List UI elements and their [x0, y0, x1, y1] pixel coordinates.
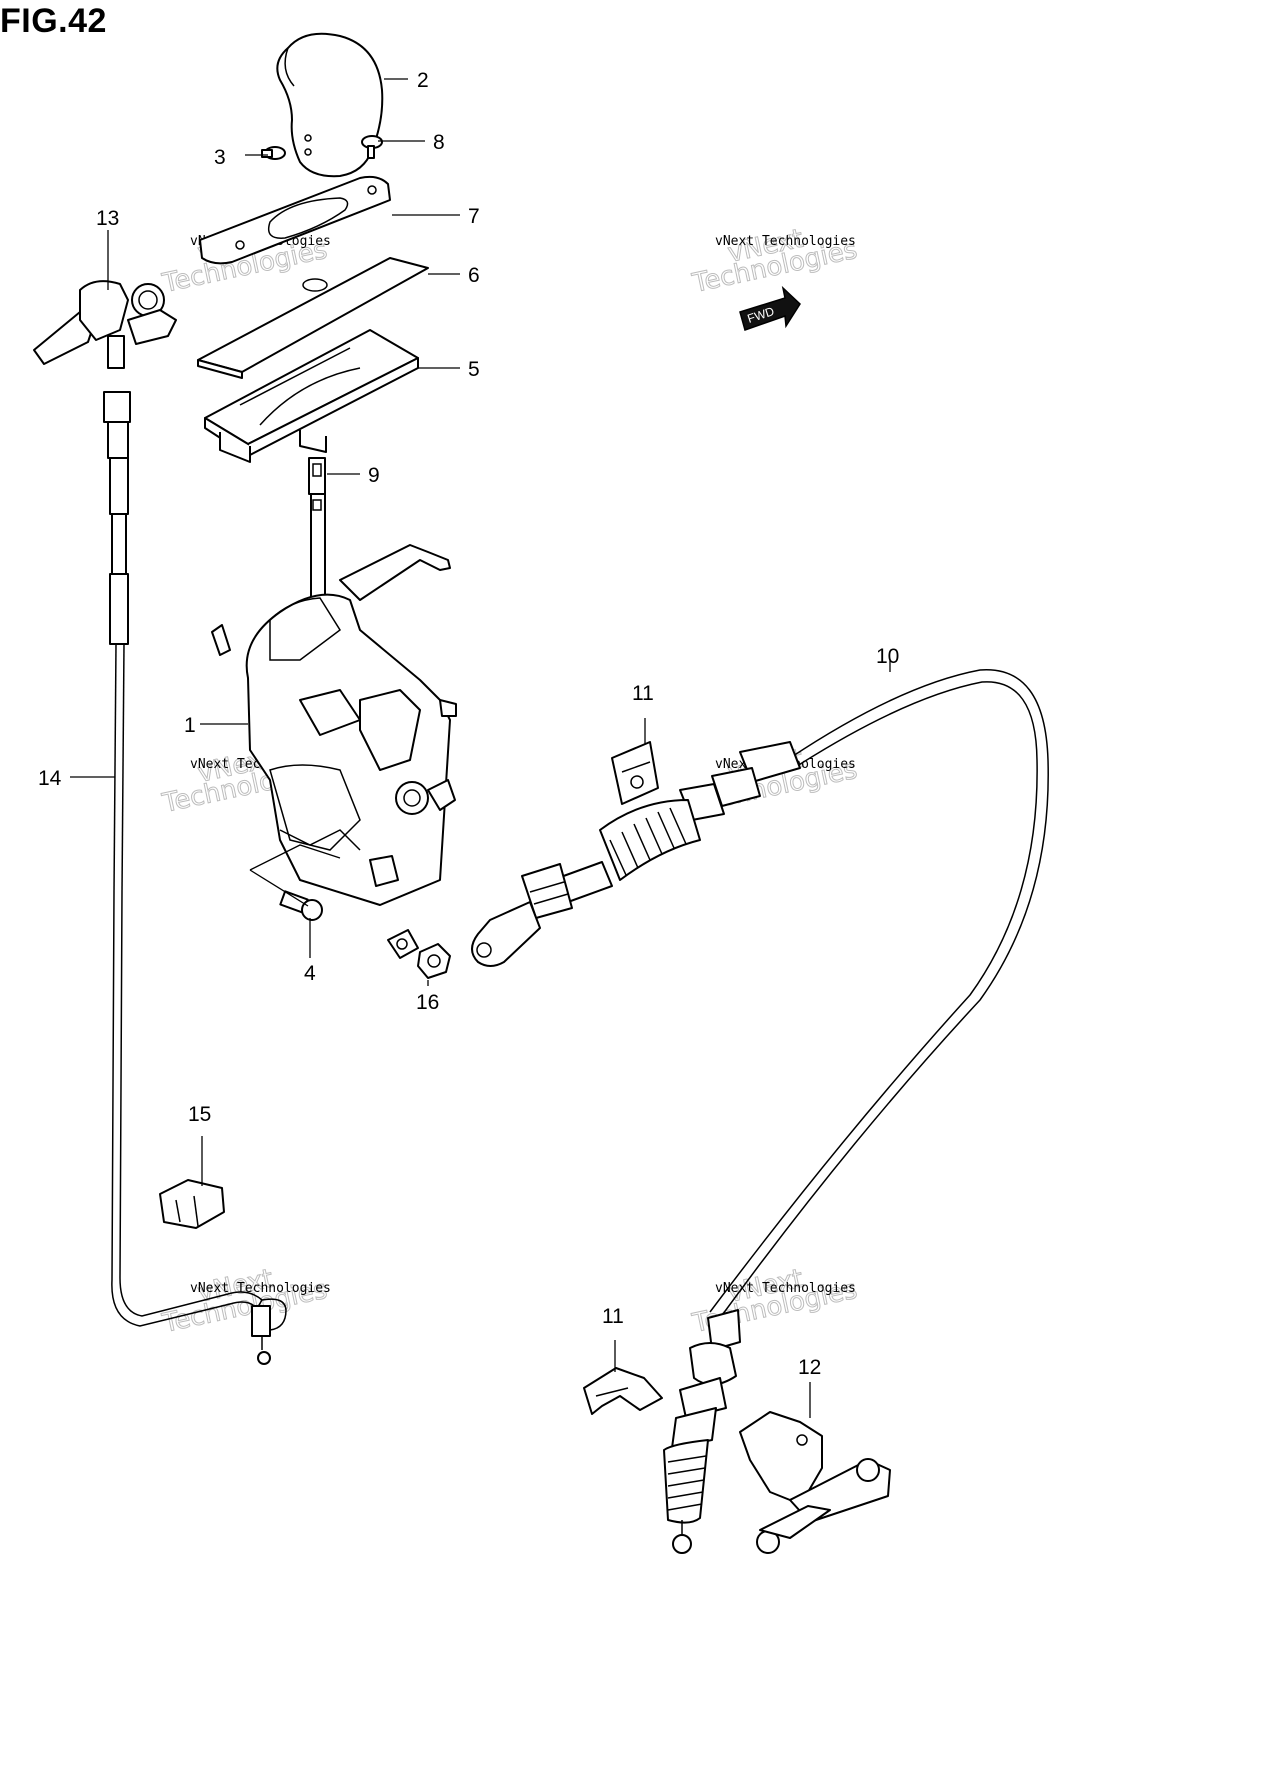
callout-15: 15: [188, 1103, 211, 1126]
leader-lines: [70, 78, 891, 1418]
watermark-5: vNext Technologies vNext Technologies: [159, 1263, 331, 1339]
part-10-shift-cable: [471, 669, 1049, 1554]
part-13-interlock-switch: [33, 280, 177, 369]
callout-12: 12: [798, 1356, 821, 1379]
callout-16: 16: [416, 991, 439, 1014]
callout-6: 6: [468, 264, 480, 287]
part-14-interlock-cable: [103, 391, 287, 1365]
callout-8: 8: [433, 131, 445, 154]
callout-9: 9: [368, 464, 380, 487]
part-3-screw: [261, 146, 286, 160]
part-4-bolt: [279, 890, 323, 921]
part-6-gasket: [197, 257, 429, 379]
callout-11-upper: 11: [632, 682, 654, 705]
callout-10: 10: [876, 645, 899, 668]
callout-1: 1: [184, 714, 196, 737]
part-1-shift-lever-assembly: [211, 544, 457, 906]
callout-7: 7: [468, 205, 480, 228]
part-1-bushing: [387, 929, 419, 959]
part-15-clip: [159, 1179, 225, 1229]
callout-4: 4: [304, 962, 316, 985]
fwd-arrow-icon: FWD: [739, 285, 801, 331]
part-11-clip-upper: [611, 741, 659, 805]
part-2-shift-knob: [276, 32, 384, 178]
part-11-clip-lower: [583, 1367, 663, 1415]
svg-text:vNext Technologies: vNext Technologies: [715, 1281, 856, 1296]
callout-11-lower: 11: [602, 1305, 624, 1328]
watermark-2: vNext Technologies vNext Technologies: [689, 223, 861, 299]
figure-title: FIG.42: [0, 2, 107, 40]
part-8-screw: [361, 135, 383, 159]
svg-text:vNext Technologies: vNext Technologies: [190, 1281, 331, 1296]
callout-14: 14: [38, 767, 62, 790]
callout-2: 2: [417, 69, 429, 92]
part-16-nut: [417, 943, 451, 979]
svg-text:vNext Technologies: vNext Technologies: [715, 234, 856, 249]
part-7-indicator-plate: [199, 175, 391, 265]
part-12-bracket: [739, 1411, 891, 1554]
callout-5: 5: [468, 358, 480, 381]
part-5-cover-plate: [204, 329, 419, 463]
callout-13: 13: [96, 207, 119, 230]
callout-3: 3: [214, 146, 226, 169]
